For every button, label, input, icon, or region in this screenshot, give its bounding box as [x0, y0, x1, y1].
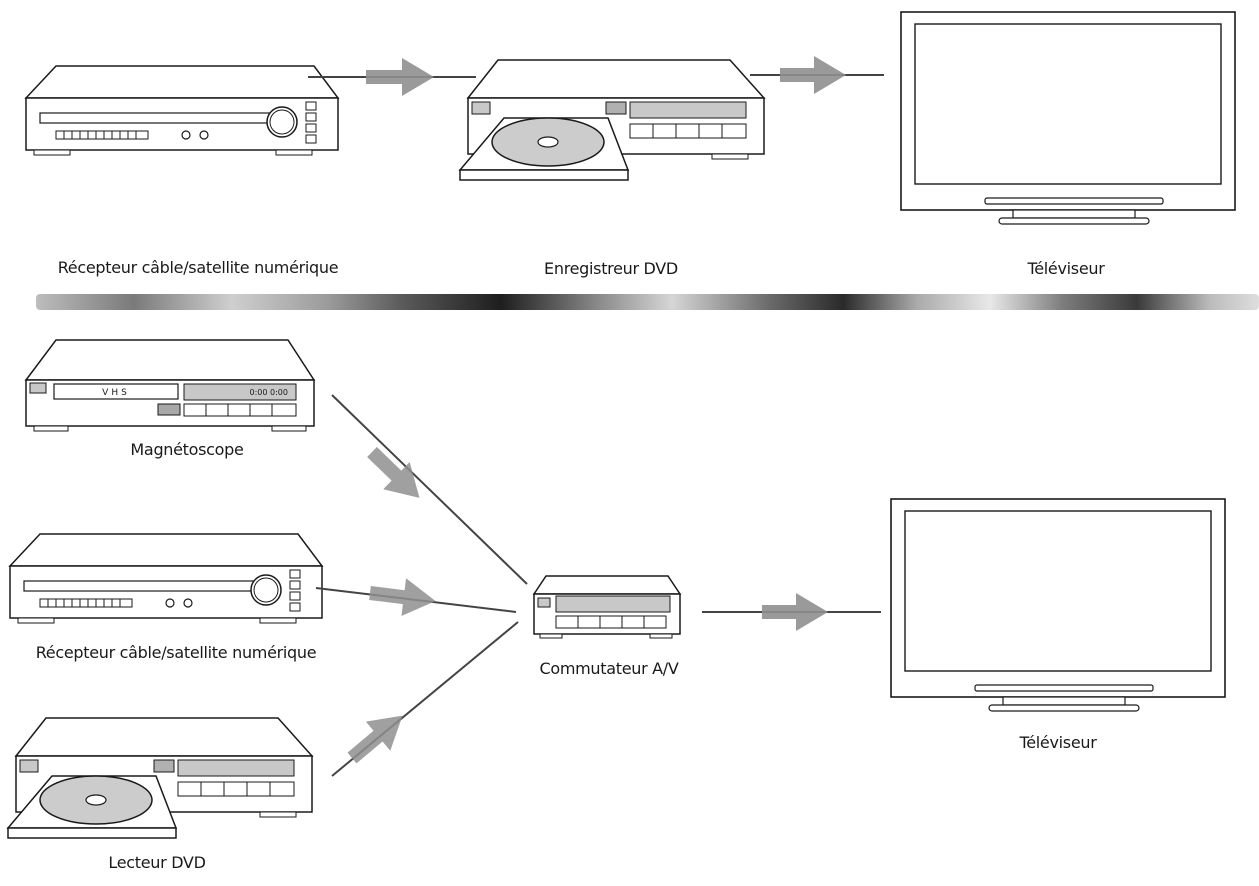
bottom-receiver-device — [9, 533, 323, 624]
dvd-recorder-label: Enregistreur DVD — [544, 259, 678, 278]
vcr-tape-label: VHS — [102, 388, 130, 398]
bottom-tv-label: Téléviseur — [1019, 733, 1097, 752]
arrow-right-icon — [366, 58, 434, 96]
section-divider — [36, 294, 1259, 310]
bottom-receiver-label: Récepteur câble/satellite numérique — [35, 643, 317, 662]
link-vcr-to-switch — [331, 394, 528, 585]
vcr-label: Magnétoscope — [130, 440, 244, 459]
top-tv-device — [900, 11, 1236, 225]
av-switch-label: Commutateur A/V — [539, 659, 679, 678]
vcr-display: 0:00 0:00 — [250, 388, 288, 397]
arrow-right-icon — [369, 578, 436, 617]
dvd-player-device — [7, 717, 313, 839]
top-receiver-device — [25, 65, 339, 156]
dvd-recorder-device — [459, 59, 765, 181]
top-receiver-label: Récepteur câble/satellite numérique — [57, 258, 339, 277]
dvd-player-label: Lecteur DVD — [108, 853, 206, 872]
arrow-right-icon — [367, 446, 420, 498]
top-tv-label: Téléviseur — [1027, 259, 1105, 278]
arrow-right-icon — [762, 593, 828, 631]
bottom-tv-device — [890, 498, 1226, 712]
arrow-right-icon — [347, 715, 403, 764]
av-switch-device — [532, 575, 682, 639]
arrow-right-icon — [780, 56, 846, 94]
vcr-device: VHS 0:00 0:00 — [24, 339, 316, 432]
